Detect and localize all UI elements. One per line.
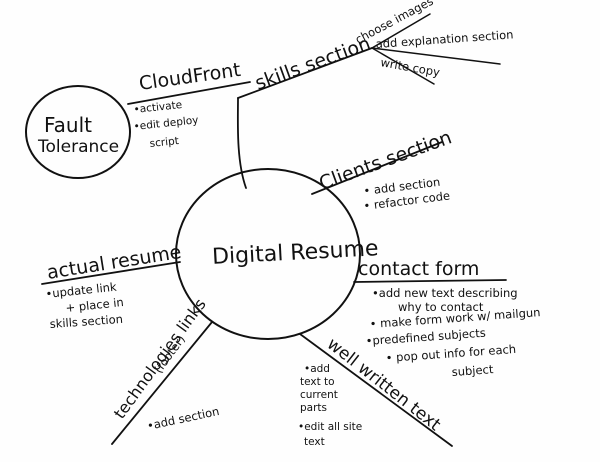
well-note-5: •edit all site (298, 421, 362, 433)
contact-note-6: subject (451, 362, 494, 379)
actual-note-2: + place in (65, 295, 125, 315)
contact-line (353, 279, 507, 283)
cloudfront-label: CloudFront (138, 59, 242, 95)
well-note-1: •add (304, 363, 330, 375)
center-node-circle (175, 168, 361, 340)
cloudfront-note-3: script (149, 135, 179, 150)
skills-sub-line-2 (371, 47, 501, 65)
contact-note-1: •add new text describing (372, 286, 518, 300)
contact-note-2: why to contact (398, 300, 484, 314)
fault-tolerance-label-1: Fault (44, 113, 92, 137)
cloudfront-note-1: •activate (133, 99, 183, 116)
tech-line (111, 321, 213, 445)
actual-resume-label: actual resume (45, 241, 183, 284)
skills-sub-explanation: add explanation section (375, 27, 514, 51)
fault-tolerance-label-2: Tolerance (37, 137, 119, 157)
tech-note-1: •add section (146, 404, 221, 433)
skills-sub-line-1 (371, 13, 431, 49)
well-note-6: text (304, 436, 325, 448)
contact-note-5: • pop out info for each (385, 342, 516, 365)
well-note-3: current (300, 389, 338, 401)
cloudfront-line (127, 81, 251, 105)
skills-section-line (237, 47, 373, 99)
well-written-line (299, 333, 453, 447)
skills-sub-line-3 (371, 47, 435, 85)
fault-tolerance-circle (25, 85, 131, 179)
skills-stem-line (236, 97, 247, 189)
cloudfront-note-2: •edit deploy (133, 114, 199, 133)
well-note-2: text to (300, 376, 335, 388)
skills-section-label: skills section (252, 33, 373, 95)
well-note-4: parts (300, 402, 327, 414)
center-node-label: Digital Resume (211, 236, 379, 270)
contact-form-label: contact form (358, 258, 479, 280)
skills-sub-write-copy: write copy (379, 55, 441, 79)
actual-note-3: skills section (49, 312, 123, 331)
clients-line (311, 141, 443, 195)
actual-resume-line (41, 261, 181, 285)
